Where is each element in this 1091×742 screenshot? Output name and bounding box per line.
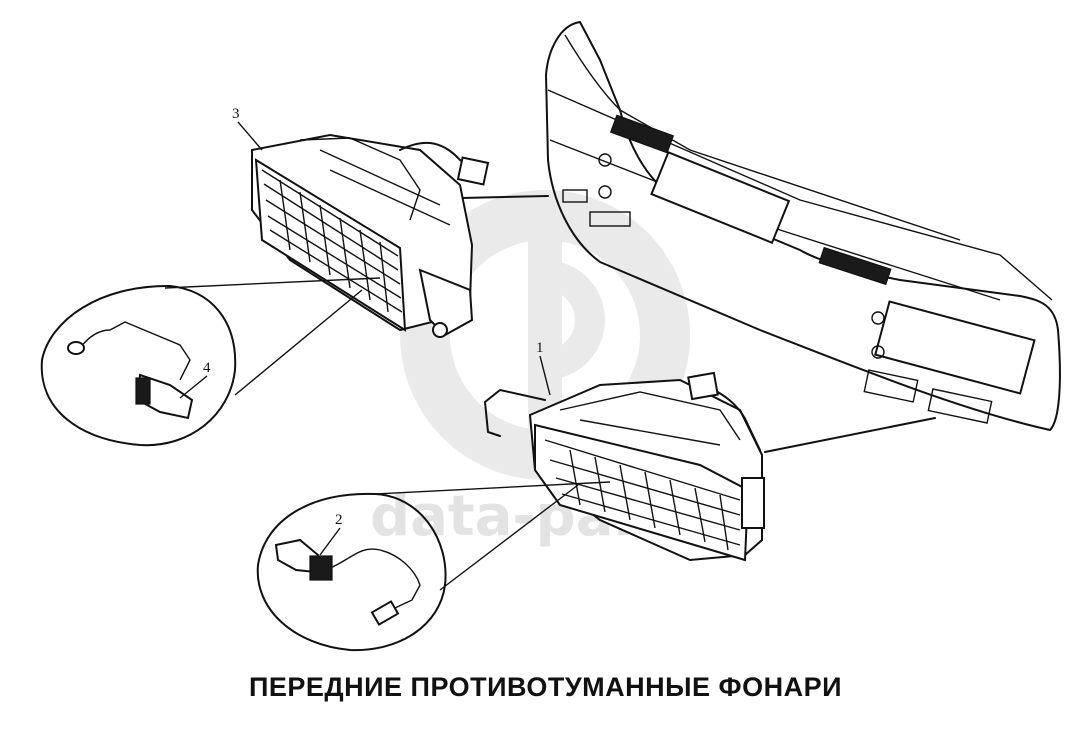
callout-4: 4 [203,360,211,376]
bumper [545,21,1061,431]
bulb-detail-4 [40,277,381,447]
diagram-caption: ПЕРЕДНИЕ ПРОТИВОТУМАННЫЕ ФОНАРИ [248,672,843,702]
fog-lamp-upper [251,133,490,338]
fog-lamp-lower [484,371,765,562]
callout-3: 3 [232,106,240,122]
bulb-detail-2 [256,481,611,652]
callout-1: 1 [536,340,544,356]
leader-lamp1-bumper [764,417,936,453]
leader-lamp3-bumper [461,195,549,199]
callout-2: 2 [335,512,343,528]
